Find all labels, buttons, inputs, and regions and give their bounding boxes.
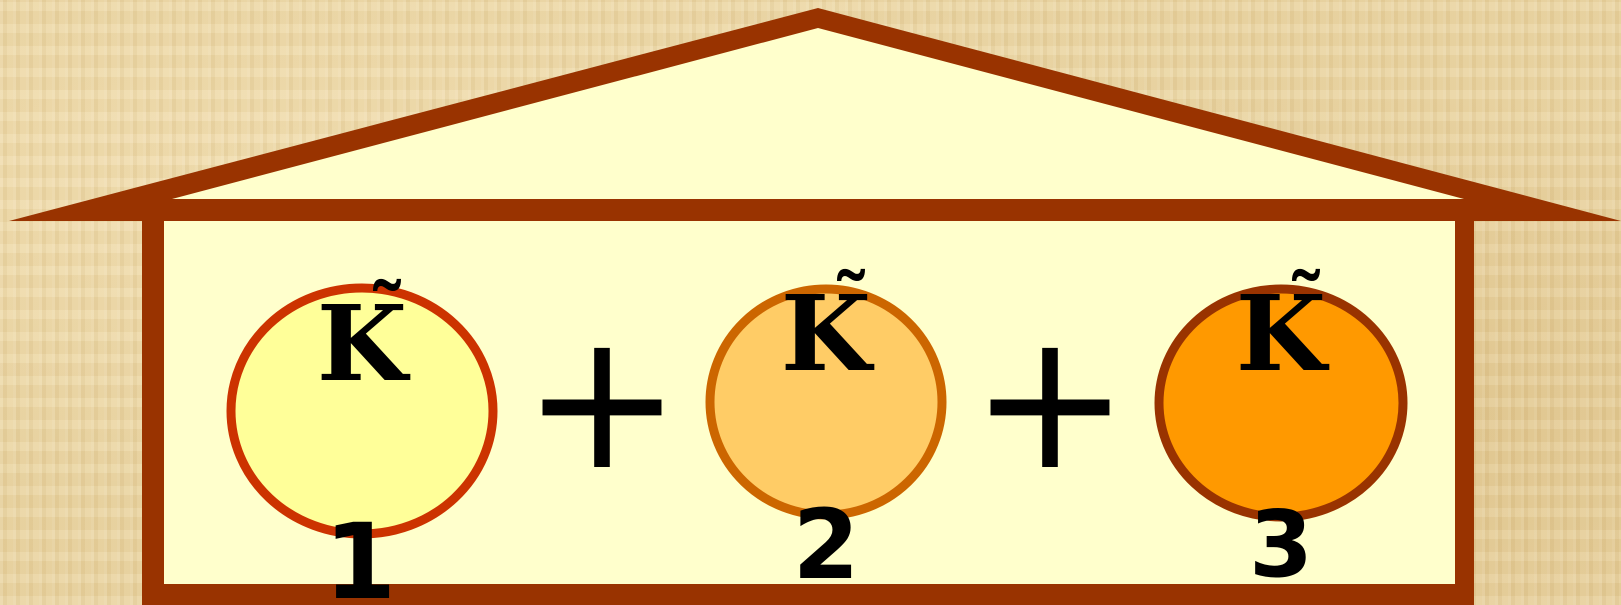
circle-3 <box>1154 284 1408 522</box>
plus-operator-1: + <box>522 291 681 512</box>
term-2-accent: ˜ <box>831 257 871 351</box>
roof-inner <box>172 28 1464 199</box>
term-3-accent: ˜ <box>1286 257 1326 351</box>
circle-1 <box>226 283 498 539</box>
term-1-accent: ˜ <box>367 267 407 361</box>
term-3-letter: K <box>1236 272 1330 395</box>
term-1-letter: K <box>317 282 411 405</box>
term-2-letter: K <box>781 272 875 395</box>
term-2-number: 2 <box>793 489 860 601</box>
term-3-number: 3 <box>1249 491 1313 598</box>
term-1-number: 1 <box>324 501 396 605</box>
plus-operator-2: + <box>970 291 1129 512</box>
circle-2 <box>705 284 947 520</box>
